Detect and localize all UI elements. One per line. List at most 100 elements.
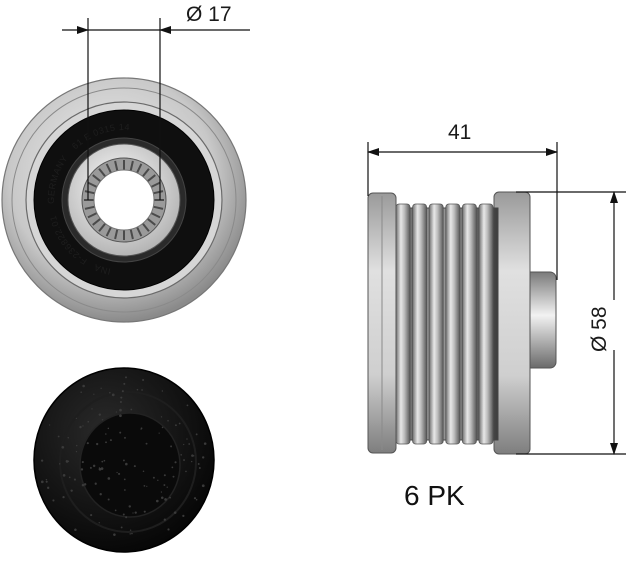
hub-spline-tooth [146,217,156,226]
cap-speckle [79,425,82,429]
cap-speckle [68,476,71,479]
cap-speckle [52,499,55,502]
cap-speckle [134,511,137,514]
cap-speckle [193,497,197,500]
cap-speckle [98,413,101,416]
cap-speckle [174,461,177,464]
pulley-side-view [367,191,557,455]
outer-diameter-label: Ø 58 [588,306,611,352]
cap-speckle [155,499,159,503]
cap-speckle [142,378,145,382]
hub-spline-tooth [150,181,161,188]
cap-speckle [105,441,107,444]
cap-speckle [172,475,175,478]
cap-speckle [143,485,146,487]
cap-speckle [121,390,124,393]
cap-speckle [119,408,122,412]
cap-speckle [101,419,104,421]
cap-speckle [160,416,163,418]
cap-speckle [198,467,201,469]
belt-profile-label: 6 PK [404,480,465,511]
cap-speckle [129,529,132,531]
cap-speckle [133,465,136,468]
cap-speckle [161,390,164,392]
hub-spline-tooth [92,217,102,226]
cap-speckle [186,438,188,440]
width-label: 41 [448,121,471,144]
cap-speckle [93,393,95,395]
cap-speckle [145,442,148,445]
cap-speckle [83,483,87,486]
cap-speckle [140,427,143,430]
cap-speckle [201,456,205,459]
cap-speckle [141,389,143,391]
cap-texture [40,376,207,536]
hub-spline-tooth [153,205,164,210]
cap-speckle [157,479,159,482]
cap-speckle [81,460,84,464]
cap-speckle [45,480,48,483]
hub-spline-tooth [129,160,134,171]
cap-speckle [89,466,92,469]
cap-speckle [161,426,164,429]
cap-speckle [197,463,200,465]
hub-spline-tooth [141,222,150,232]
cap-speckle [67,437,69,439]
cap-speckle [86,442,89,445]
pulley-cap [33,367,215,553]
cap-speckle [109,391,111,394]
hub-spline-tooth [129,229,134,240]
cap-speckle [125,516,128,519]
cap-speckle [132,512,134,514]
hub-spline-tooth [105,163,112,174]
cap-speckle [82,425,84,427]
cap-speckle [40,459,44,462]
hub-spline-tooth [84,190,95,195]
cap-speckle [186,404,189,407]
cap-speckle [92,464,96,468]
cap-speckle [160,496,164,499]
cap-speckle [130,408,133,411]
cap-speckle [61,445,65,449]
cap-speckle [123,382,126,385]
cap-speckle [160,491,163,493]
cap-speckle [182,514,185,518]
cap-speckle [98,522,100,524]
cap-speckle [163,518,167,521]
cap-speckle [183,459,185,462]
cap-speckle [124,489,126,491]
cap-speckle [192,455,195,457]
cap-speckle [57,435,60,438]
cap-speckle [169,496,171,499]
cap-speckle [75,417,78,420]
cap-speckle [180,454,182,456]
cap-speckle [166,486,168,488]
cap-speckle [49,424,51,426]
cap-speckle [65,460,68,463]
belt-rib [428,203,444,445]
cap-speckle [70,489,73,492]
cap-speckle [178,422,181,425]
cap-speckle [183,443,185,446]
hub-splines [84,160,164,240]
cap-speckle [82,384,85,388]
belt-rib [461,203,477,445]
hub-spline-tooth [114,160,119,171]
cap-speckle [109,439,112,442]
hub-spline-tooth [114,229,119,240]
cap-speckle [164,498,167,501]
cap-speckle [74,528,77,532]
cap-speckle [122,513,125,516]
hub-spline-tooth [98,168,107,178]
cap-speckle [99,493,102,496]
cap-speckle [107,427,110,430]
cap-speckle [115,411,117,413]
hub-spline-tooth [84,205,95,210]
cap-speckle [62,474,66,477]
cap-speckle [174,424,177,427]
hub-spline-tooth [92,174,102,183]
cap-speckle [163,474,166,477]
hub-spline-tooth [136,226,143,237]
cap-speckle [105,433,107,435]
